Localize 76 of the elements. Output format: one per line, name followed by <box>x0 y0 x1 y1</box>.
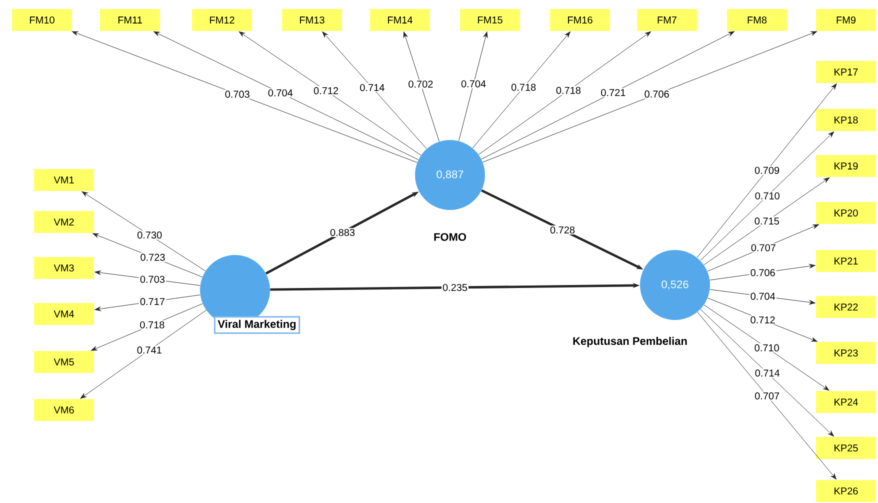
indicator-box: FM11 <box>100 9 160 31</box>
arrow <box>704 304 830 391</box>
edge-label: 0.718 <box>510 82 538 92</box>
edge-label: 0.712 <box>749 315 776 324</box>
edge-label: 0.714 <box>754 368 781 378</box>
arrow <box>238 31 422 156</box>
indicator-box: KP25 <box>816 437 876 459</box>
arrow <box>472 32 570 148</box>
edge-label: 0.235 <box>442 282 469 292</box>
indicator-box: KP22 <box>816 296 876 318</box>
edge-label: 0.741 <box>136 346 163 355</box>
arrow <box>482 31 817 162</box>
arrow <box>704 177 830 266</box>
edge-label: 0.707 <box>754 391 781 400</box>
indicator-box: KP26 <box>816 480 876 502</box>
construct-label: Keputusan Pembelian <box>572 336 688 348</box>
edge-label: 0.707 <box>750 243 777 252</box>
arrow <box>696 84 837 258</box>
indicator-box: KP20 <box>816 202 876 224</box>
indicator-box: KP24 <box>816 391 876 413</box>
indicator-box: FM14 <box>370 9 430 31</box>
edge-label: 0.883 <box>329 228 356 238</box>
edge-label: 0.710 <box>753 343 780 352</box>
indicator-box: KP23 <box>816 342 876 364</box>
indicator-box: VM5 <box>34 351 94 373</box>
edge-label: 0.718 <box>554 86 582 95</box>
arrow <box>72 31 418 163</box>
arrow <box>322 32 427 149</box>
arrow <box>403 32 440 142</box>
edge-label: 0.706 <box>643 90 670 99</box>
indicator-box: FM7 <box>637 9 697 31</box>
edge-label: 0.712 <box>312 86 340 96</box>
indicator-box: VM2 <box>34 211 94 233</box>
indicator-box: FM9 <box>816 9 876 31</box>
edge-label: 0.718 <box>138 320 166 330</box>
arrow <box>481 31 734 160</box>
indicator-box: FM16 <box>550 9 610 31</box>
edge-label: 0.721 <box>600 88 627 98</box>
edge-label: 0.714 <box>358 83 386 92</box>
arrow <box>80 310 206 399</box>
arrow <box>697 312 836 480</box>
indicator-box: FM15 <box>460 9 520 31</box>
edge-label: 0.730 <box>136 230 164 240</box>
edge-label: 0.703 <box>138 274 166 284</box>
edge-label: 0.709 <box>754 166 781 175</box>
indicator-box: FM8 <box>727 9 787 31</box>
indicator-box: VM6 <box>34 399 94 421</box>
edge-label: 0.704 <box>266 88 294 98</box>
edge-label: 0.723 <box>139 252 166 262</box>
edge-label: 0.728 <box>549 225 576 235</box>
edge-label: 0.717 <box>138 297 166 306</box>
edge-label: 0.706 <box>749 268 776 278</box>
arrow <box>154 31 419 160</box>
indicator-box: VM4 <box>34 303 94 325</box>
indicator-box: KP18 <box>816 109 876 131</box>
arrow <box>700 131 834 261</box>
indicator-box: FM12 <box>192 9 252 31</box>
arrow <box>458 32 488 142</box>
edge-label: 0.702 <box>407 80 434 89</box>
indicator-box: KP19 <box>816 155 876 177</box>
construct-label: FOMO <box>432 232 468 242</box>
edge-label: 0.710 <box>754 191 781 200</box>
indicator-box: KP21 <box>816 250 876 272</box>
edge-label: 0.703 <box>224 90 251 99</box>
edge-label: 0.704 <box>460 79 488 88</box>
edge-label: 0.704 <box>749 292 776 301</box>
edge-label: 0.715 <box>753 216 780 226</box>
indicator-box: VM1 <box>34 169 94 191</box>
indicator-box: KP17 <box>816 61 876 83</box>
arrow <box>478 31 651 155</box>
indicator-box: FM10 <box>12 9 72 31</box>
indicator-box: FM13 <box>282 9 342 31</box>
indicator-box: VM3 <box>34 257 94 279</box>
arrow <box>82 191 206 272</box>
arrow <box>700 309 834 437</box>
construct-label: Viral Marketing <box>214 316 300 334</box>
